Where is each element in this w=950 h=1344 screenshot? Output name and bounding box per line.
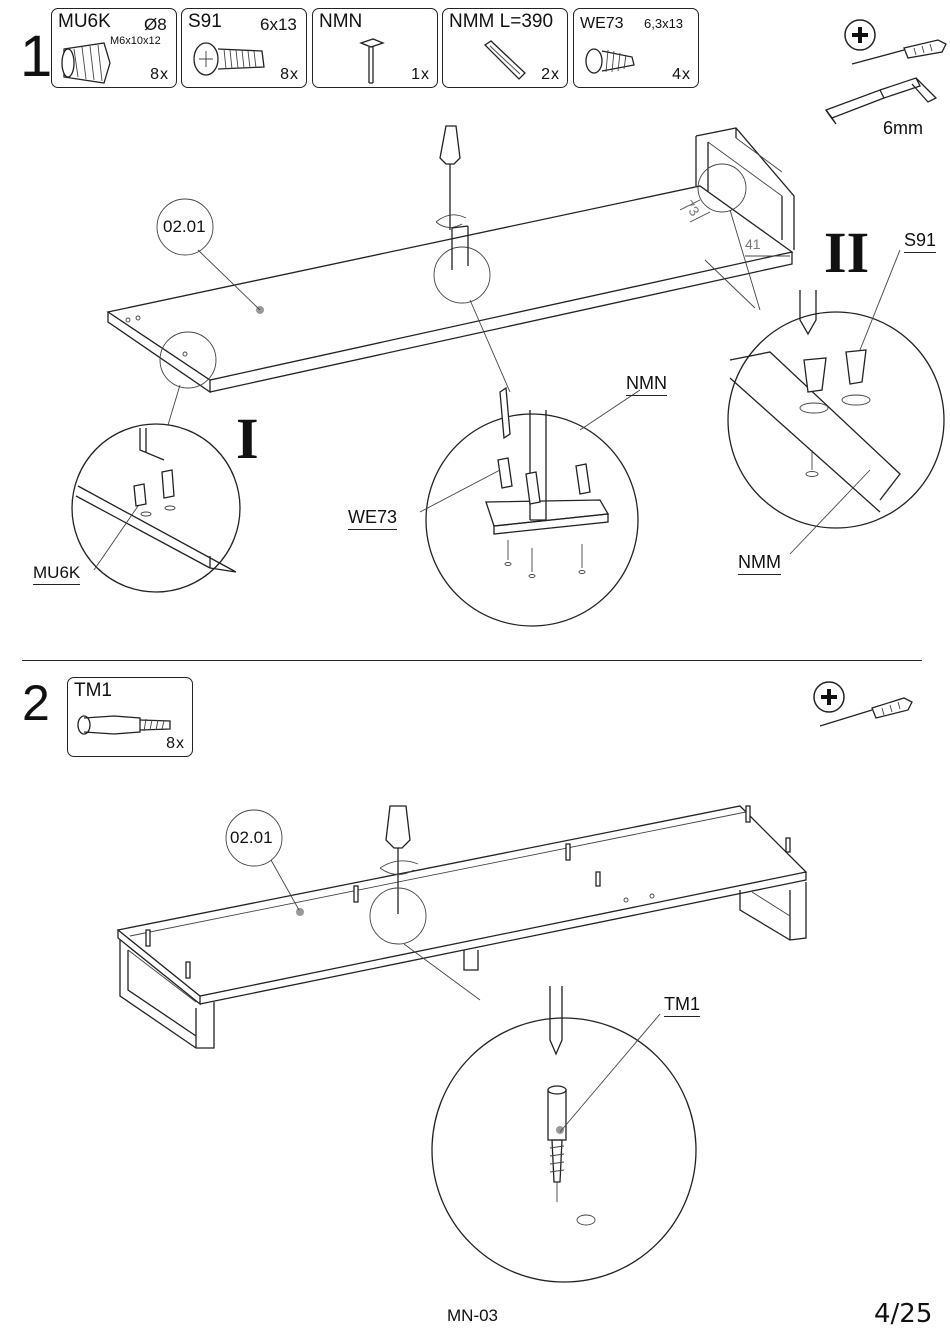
s91-screw-icon bbox=[192, 39, 272, 79]
panel-label-circle-step2 bbox=[223, 810, 283, 866]
step-2-number: 2 bbox=[22, 678, 50, 728]
part-nmn-name: NMN bbox=[319, 11, 362, 33]
label-nmm: NMM bbox=[738, 552, 781, 575]
roman-numeral-I: I bbox=[236, 410, 259, 468]
part-mu6k-qty: 8x bbox=[150, 66, 169, 84]
roman-numeral-II: II bbox=[824, 224, 869, 282]
screwdriver-icon bbox=[850, 38, 950, 68]
tm1-dowel-icon bbox=[74, 712, 174, 738]
part-we73-name: WE73 bbox=[580, 15, 624, 33]
part-tm1-box: TM1 8x bbox=[67, 677, 193, 757]
mu6k-insert-icon bbox=[60, 39, 120, 85]
dim-41-label: 41 bbox=[745, 236, 761, 252]
part-mu6k-spec: Ø8 bbox=[144, 15, 167, 35]
model-code: MN-03 bbox=[447, 1306, 498, 1326]
part-nmn-box: NMN 1x bbox=[312, 8, 438, 88]
label-s91: S91 bbox=[904, 230, 936, 253]
part-nmn-qty: 1x bbox=[411, 66, 430, 84]
part-tm1-name: TM1 bbox=[74, 680, 112, 702]
step2-panel-drawing bbox=[0, 790, 950, 1310]
part-we73-spec: 6,3x13 bbox=[644, 16, 683, 31]
label-mu6k: MU6K bbox=[33, 563, 80, 585]
step1-panel-drawing bbox=[0, 120, 950, 640]
label-we73: WE73 bbox=[348, 507, 397, 530]
part-nmm-name: NMM L=390 bbox=[449, 11, 553, 33]
page-number: 4/25 bbox=[874, 1299, 932, 1329]
part-mu6k-box: MU6K Ø8 M6x10x12 8x bbox=[51, 8, 177, 88]
part-nmm-qty: 2x bbox=[541, 66, 560, 84]
nmn-leg-icon bbox=[357, 37, 387, 87]
part-mu6k-name: MU6K bbox=[58, 11, 111, 33]
panel-label-circle-step1 bbox=[156, 200, 216, 256]
part-s91-qty: 8x bbox=[280, 66, 299, 84]
step-1-number: 1 bbox=[20, 28, 52, 86]
part-we73-box: WE73 6,3x13 4x bbox=[573, 8, 699, 88]
label-nmn: NMN bbox=[626, 373, 667, 396]
part-we73-qty: 4x bbox=[672, 66, 691, 84]
label-tm1: TM1 bbox=[664, 994, 700, 1017]
we73-screw-icon bbox=[584, 45, 644, 79]
part-s91-spec: 6x13 bbox=[260, 15, 297, 35]
nmm-frame-icon bbox=[481, 39, 531, 85]
part-tm1-qty: 8x bbox=[166, 735, 185, 753]
step-divider bbox=[22, 660, 922, 661]
part-s91-name: S91 bbox=[188, 11, 222, 33]
screwdriver-icon-step2 bbox=[818, 690, 918, 730]
part-s91-box: S91 6x13 8x bbox=[181, 8, 307, 88]
part-nmm-box: NMM L=390 2x bbox=[442, 8, 568, 88]
